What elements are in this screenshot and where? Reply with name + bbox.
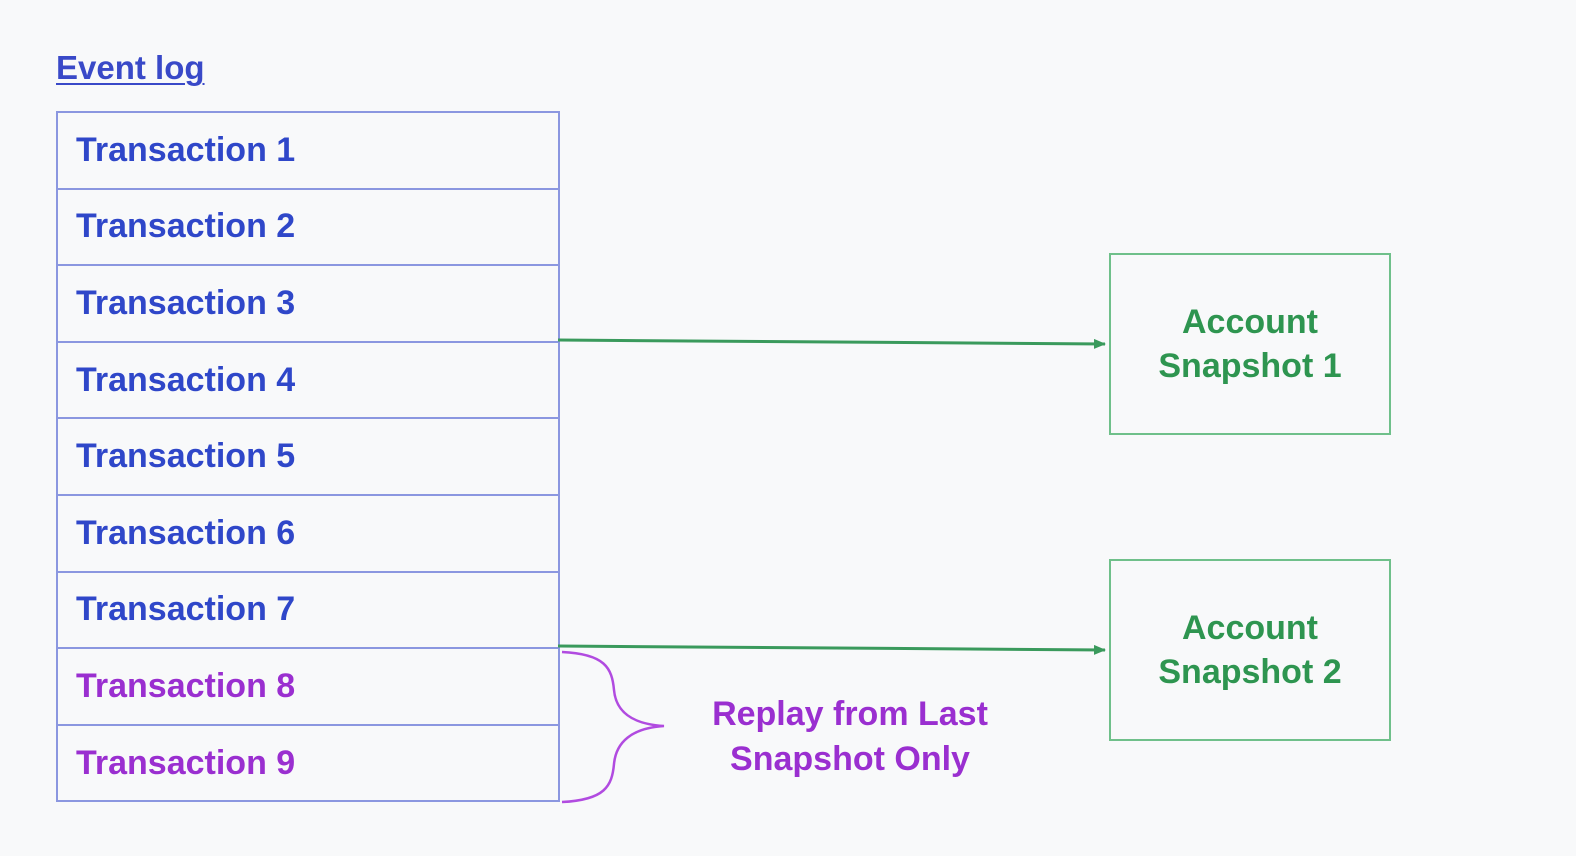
transaction-label: Transaction 6 [76, 513, 296, 552]
transaction-row-6: Transaction 6 [58, 496, 558, 573]
snapshot-label-line1: Account [1182, 303, 1318, 341]
transaction-row-2: Transaction 2 [58, 190, 558, 267]
snapshot-2-arrow [557, 644, 1106, 655]
replay-note: Replay from Last Snapshot Only [690, 692, 1010, 782]
snapshot-label-line2: Snapshot 1 [1158, 347, 1342, 385]
transaction-row-7: Transaction 7 [58, 573, 558, 650]
snapshot-label-line1: Account [1182, 609, 1318, 647]
event-log-title: Event log [56, 49, 205, 86]
account-snapshot-2: Account Snapshot 2 [1109, 559, 1391, 741]
transaction-label: Transaction 8 [76, 666, 296, 705]
transaction-row-1: Transaction 1 [58, 113, 558, 190]
transaction-row-5: Transaction 5 [58, 419, 558, 496]
event-log-table: Transaction 1 Transaction 2 Transaction … [56, 111, 560, 803]
transaction-label: Transaction 1 [76, 130, 296, 169]
transaction-row-9: Transaction 9 [58, 726, 558, 801]
account-snapshot-1: Account Snapshot 1 [1109, 253, 1391, 435]
transaction-row-4: Transaction 4 [58, 343, 558, 420]
transaction-label: Transaction 4 [76, 360, 296, 399]
transaction-label: Transaction 3 [76, 283, 296, 322]
transaction-row-3: Transaction 3 [58, 266, 558, 343]
replay-brace [561, 650, 665, 804]
transaction-label: Transaction 7 [76, 590, 296, 629]
snapshot-1-arrow [557, 338, 1106, 349]
replay-note-line1: Replay from Last [712, 695, 988, 733]
transaction-row-8: Transaction 8 [58, 649, 558, 726]
transaction-label: Transaction 5 [76, 437, 296, 476]
snapshot-label-line2: Snapshot 2 [1158, 653, 1342, 691]
transaction-label: Transaction 9 [76, 743, 296, 782]
replay-note-line2: Snapshot Only [730, 740, 970, 778]
transaction-label: Transaction 2 [76, 207, 296, 246]
